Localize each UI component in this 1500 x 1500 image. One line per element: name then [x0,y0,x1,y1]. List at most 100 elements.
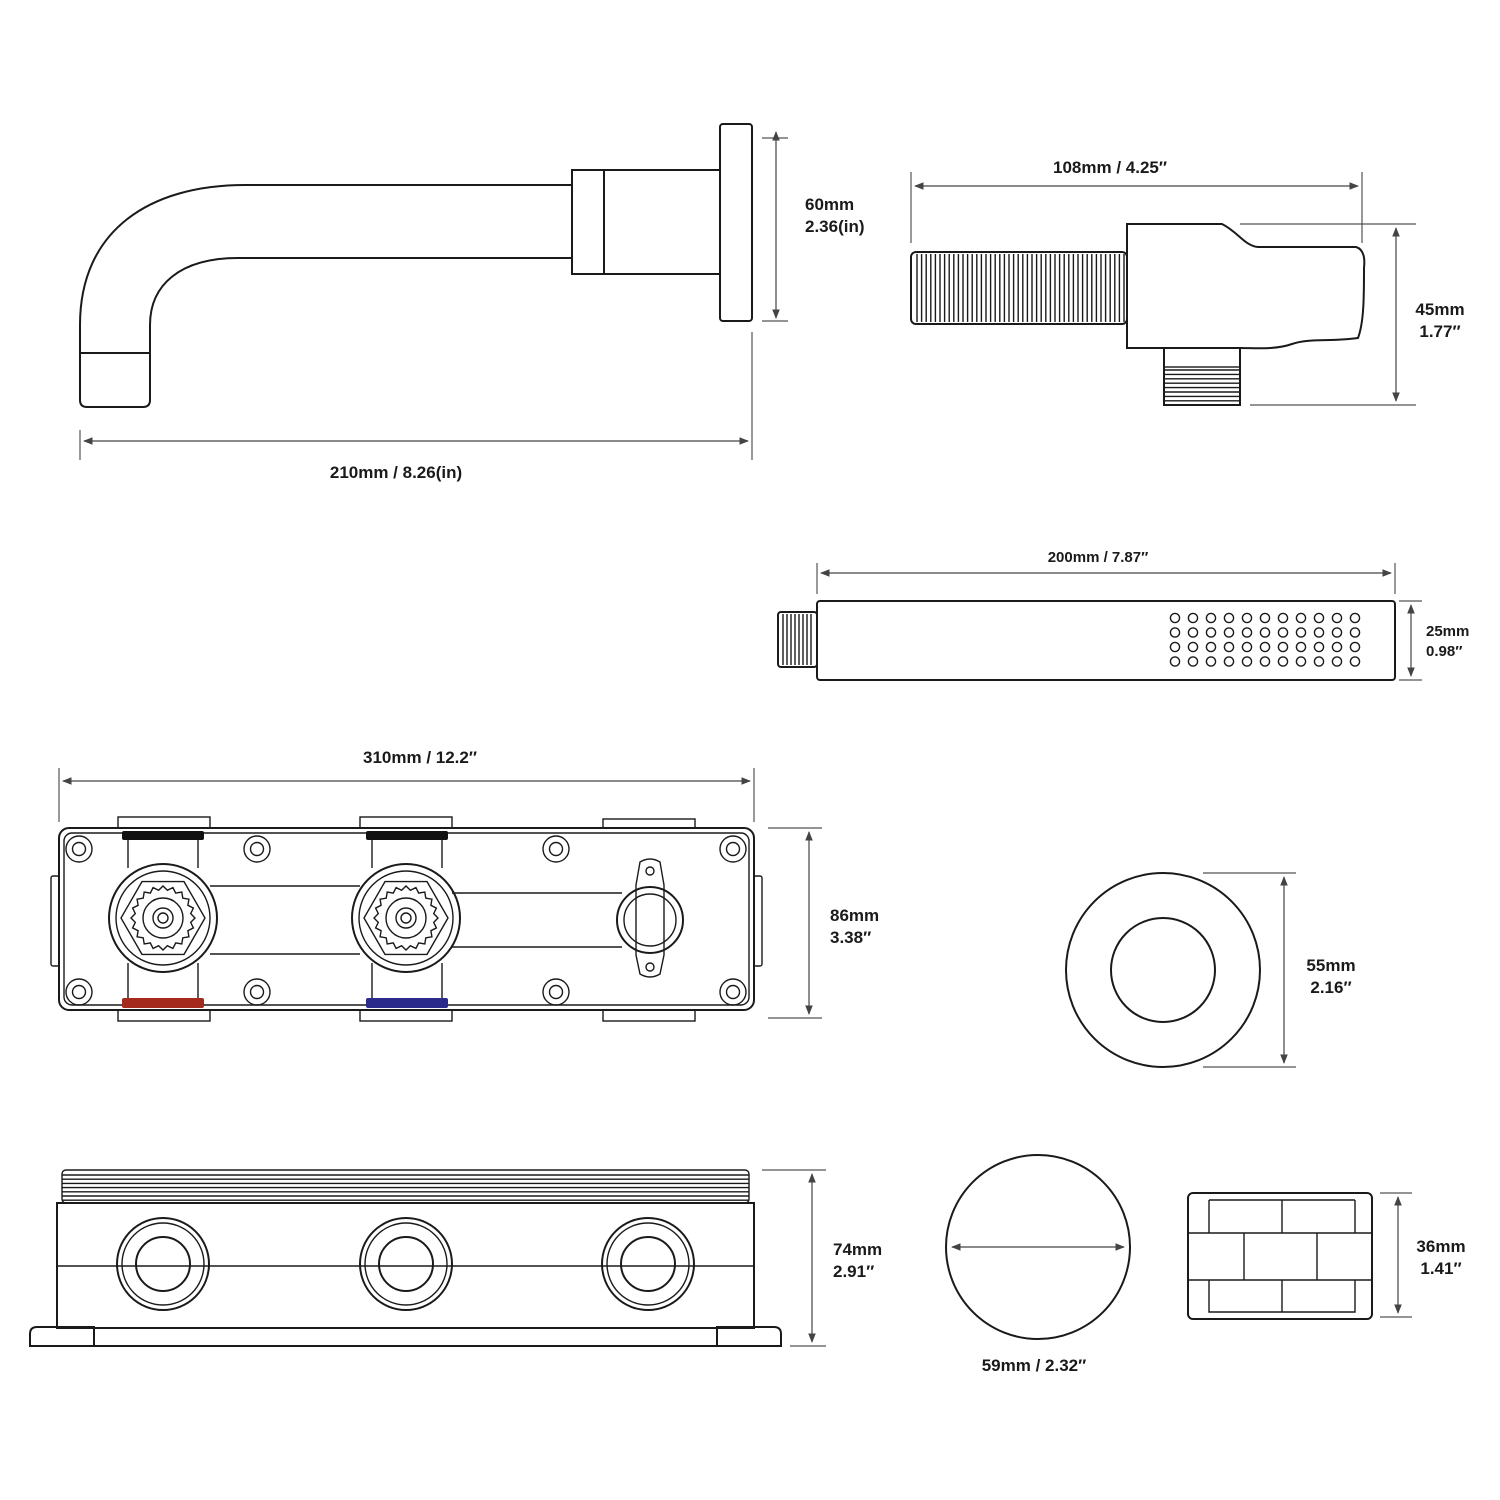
escutcheon-height-dimension: 55mm 2.16″ [1203,872,1356,1068]
screw-head [243,978,271,1006]
valve-body-side-height-dimension: 74mm 2.91″ [762,1169,882,1347]
nozzle-hole [1205,656,1217,667]
nozzle-hole [1259,641,1271,653]
hose-connector-length-dimension: 108mm / 4.25″ [910,158,1363,243]
nozzle-hole [1241,627,1253,638]
nozzle-hole [1349,641,1361,653]
valve-body-front-length-dimension: 310mm / 12.2″ [58,748,755,822]
nozzle-hole [1349,656,1361,667]
hand-shower-height-mm-label: 25mm [1426,623,1469,640]
hand-shower-height-dimension: 25mm 0.98″ [1399,600,1469,681]
nozzle-hole [1295,641,1307,653]
round-cover-drawing: 59mm / 2.32″ [945,1154,1131,1375]
nozzle-hole [1205,627,1217,638]
screw-inner [71,984,87,1000]
screw-inner [548,841,564,857]
hand-shower-height-in-label: 0.98″ [1426,643,1462,660]
black-marker [122,831,204,840]
spout-length-label: 210mm / 8.26(in) [330,463,462,482]
screw-inner [548,984,564,1000]
fitting-thread-body [1163,366,1241,406]
screw-head [243,835,271,863]
nozzle-hole [1331,641,1343,653]
screw-inner [249,841,265,857]
valve-body-front-drawing [50,816,763,1022]
nozzle-hole [1313,656,1325,667]
nozzle-hole [1313,641,1325,653]
spout-height-mm-label: 60mm [805,195,854,214]
nozzle-hole [1187,627,1199,638]
nozzle-hole [1223,641,1235,653]
nozzle-hole [1295,627,1307,638]
black-marker-2 [366,831,448,840]
port-fitting [359,1217,453,1311]
handle-drawing [1187,1192,1373,1320]
screw-head [719,978,747,1006]
nozzle-hole [1241,612,1253,624]
escutcheon-height-in-label: 2.16″ [1310,978,1351,997]
screw-inner [725,841,741,857]
hose-connector-height-in-label: 1.77″ [1419,322,1460,341]
hand-shower-drawing [777,600,1396,681]
valve-body-front-height-mm-label: 86mm [830,906,879,925]
nozzle-hole [1277,656,1289,667]
spout-height-dimension: 60mm 2.36(in) [762,131,865,322]
spout-drawing [79,123,753,408]
nozzle-hole [1223,627,1235,638]
port-fitting [116,1217,210,1311]
handle-height-in-label: 1.41″ [1420,1259,1461,1278]
port-fitting [601,1217,695,1311]
nozzle-hole [1169,641,1181,653]
cold-marker [366,998,448,1008]
screw-head [719,835,747,863]
valve-body-side-height-in-label: 2.91″ [833,1262,874,1281]
nozzle-hole [1205,641,1217,653]
valve-cartridge [351,863,461,973]
nozzle-hole [1331,656,1343,667]
escutcheon-drawing [1065,872,1261,1068]
valve-body-side-drawing [29,1169,782,1347]
valve-body-front-height-in-label: 3.38″ [830,928,871,947]
hose-connector-height-dimension: 45mm 1.77″ [1240,223,1465,406]
nozzle-hole [1277,612,1289,624]
handle-height-mm-label: 36mm [1416,1237,1465,1256]
nozzle-hole [1313,627,1325,638]
nozzle-hole [1259,627,1271,638]
screw-head [542,978,570,1006]
nozzle-hole [1241,656,1253,667]
hose-connector-length-label: 108mm / 4.25″ [1053,158,1167,177]
spout-height-in-label: 2.36(in) [805,217,865,236]
nozzle-hole [1277,627,1289,638]
spout-length-dimension: 210mm / 8.26(in) [79,332,753,482]
nozzle-hole [1223,612,1235,624]
nozzle-hole [1349,627,1361,638]
hose-connector-height-mm-label: 45mm [1415,300,1464,319]
nozzle-hole [1205,612,1217,624]
nozzle-hole [1187,641,1199,653]
nozzle-hole [1187,612,1199,624]
nozzle-hole [1187,656,1199,667]
nozzle-hole [1241,641,1253,653]
screw-head [65,978,93,1006]
hand-shower-length-label: 200mm / 7.87″ [1048,549,1149,566]
nozzle-hole [1169,656,1181,667]
hose-connector-drawing [910,223,1366,406]
nozzle-hole [1295,656,1307,667]
nozzle-hole [1259,612,1271,624]
nozzle-hole [1223,656,1235,667]
valve-body-front-height-dimension: 86mm 3.38″ [768,827,879,1019]
nozzle-hole [1313,612,1325,624]
round-cover-diameter-label: 59mm / 2.32″ [982,1356,1087,1375]
screw-head [65,835,93,863]
hand-shower-length-dimension: 200mm / 7.87″ [816,549,1396,594]
valve-body-front-length-label: 310mm / 12.2″ [363,748,477,767]
screw-inner [725,984,741,1000]
escutcheon-height-mm-label: 55mm [1306,956,1355,975]
hot-marker [122,998,204,1008]
screw-inner [71,841,87,857]
valve-body-side-height-mm-label: 74mm [833,1240,882,1259]
nozzle-hole [1295,612,1307,624]
screw-head [542,835,570,863]
nozzle-hole [1331,627,1343,638]
